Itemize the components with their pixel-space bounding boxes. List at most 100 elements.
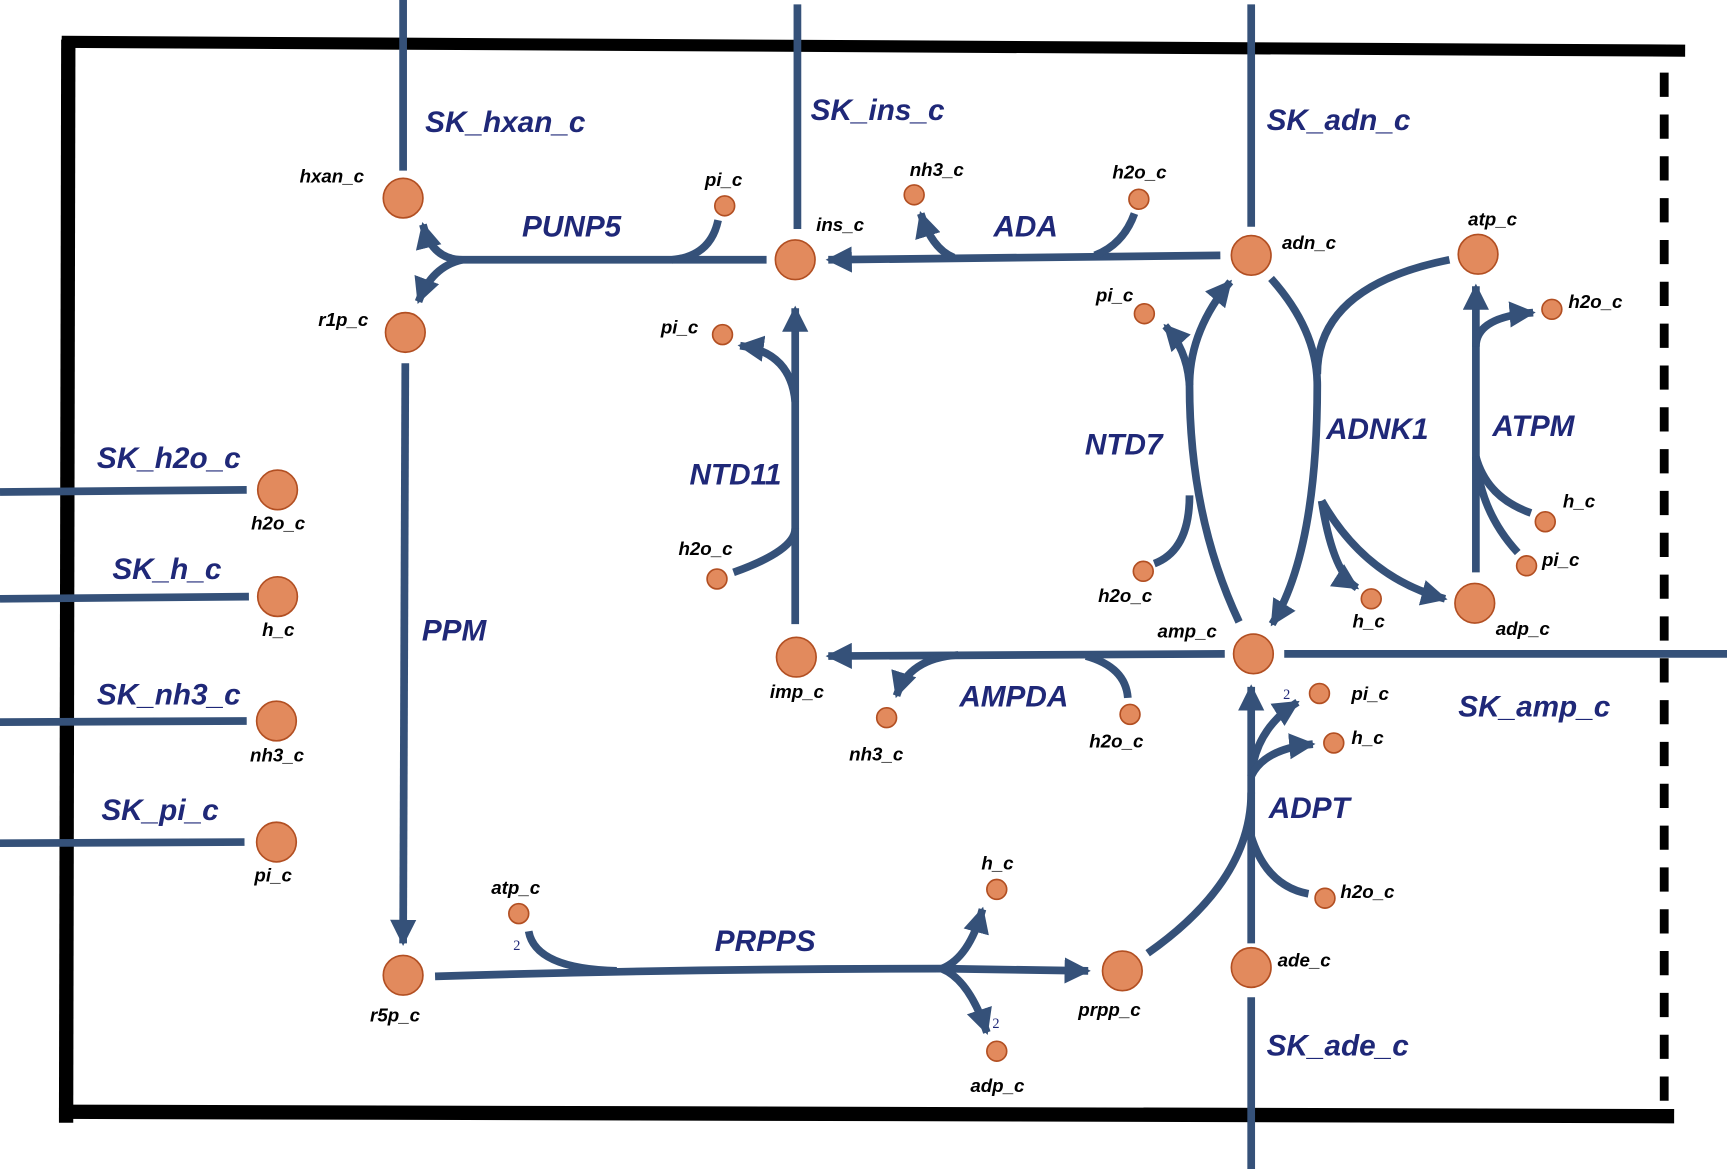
node-h2o-c-ntd7[interactable] <box>1132 560 1154 583</box>
ampda-nh3-edge[interactable] <box>891 651 959 699</box>
label-adpt[interactable]: ADPT <box>1268 792 1353 825</box>
label-h2o-c-ntd7: h2o_c <box>1098 585 1153 606</box>
adpt-prpp-edge[interactable] <box>1145 792 1256 957</box>
node-adp-c-adnk1[interactable] <box>1454 582 1496 624</box>
adpt-h2o-edge[interactable] <box>1247 835 1310 898</box>
label-sk-amp-c[interactable]: SK_amp_c <box>1458 691 1610 724</box>
sk-nh3-edge[interactable] <box>0 717 247 726</box>
node-adp-c-prpps[interactable] <box>986 1040 1008 1062</box>
node-pi-c-atpm[interactable] <box>1515 555 1538 577</box>
label-sk-hxan-c[interactable]: SK_hxan_c <box>425 106 586 139</box>
ppm-edge[interactable] <box>390 363 417 946</box>
label-ampda[interactable]: AMPDA <box>958 681 1068 714</box>
node-hxan-c[interactable] <box>382 177 424 219</box>
node-h2o-c-adpt[interactable] <box>1314 887 1336 909</box>
node-ins-c[interactable] <box>774 239 816 281</box>
node-imp-c[interactable] <box>775 636 817 678</box>
label-atpm[interactable]: ATPM <box>1491 410 1575 443</box>
node-nh3-c-ada[interactable] <box>903 184 925 206</box>
ntd7-pi-edge[interactable] <box>1162 323 1194 386</box>
label-punp5[interactable]: PUNP5 <box>522 211 622 244</box>
node-r1p-c[interactable] <box>384 311 426 354</box>
atpm-pi-edge[interactable] <box>1472 456 1521 556</box>
node-pi-c-adpt[interactable] <box>1308 682 1331 705</box>
label-h-c-adnk1: h_c <box>1353 610 1386 631</box>
node-h2o-c-atpm[interactable] <box>1541 298 1563 321</box>
label-ntd7[interactable]: NTD7 <box>1085 429 1164 462</box>
sk-h2o-edge[interactable] <box>0 485 247 496</box>
node-h-c-prpps[interactable] <box>986 878 1008 901</box>
node-h2o-c-ada[interactable] <box>1128 188 1150 210</box>
adnk1-h-edge[interactable] <box>1317 500 1360 592</box>
atpm-h2o-edge[interactable] <box>1472 301 1536 348</box>
sk-h-edge[interactable] <box>0 592 249 603</box>
label-sk-ins-c[interactable]: SK_ins_c <box>811 94 945 127</box>
label-h2o-c-adpt: h2o_c <box>1340 881 1395 902</box>
compartment-border-bottom <box>59 1104 1675 1124</box>
label-ppm[interactable]: PPM <box>422 615 488 648</box>
prpps-h-edge[interactable] <box>940 906 989 973</box>
label-adnk1[interactable]: ADNK1 <box>1325 413 1428 446</box>
label-r1p-c: r1p_c <box>318 309 369 330</box>
label-sk-nh3-c[interactable]: SK_nh3_c <box>97 678 241 711</box>
node-pi-c-ntd7[interactable] <box>1133 302 1156 325</box>
node-nh3-c-ampda[interactable] <box>875 706 898 729</box>
node-ade-c[interactable] <box>1230 946 1272 989</box>
label-prpps[interactable]: PRPPS <box>715 925 816 958</box>
node-h-c-adpt[interactable] <box>1323 732 1345 754</box>
stoichiometry-labels: 2 2 2 <box>513 687 1290 1032</box>
prpps-adp-edge[interactable] <box>940 965 992 1035</box>
node-h-c-adnk1[interactable] <box>1360 588 1382 610</box>
punp5-pi-edge[interactable] <box>671 219 722 264</box>
adnk1-main-edge[interactable] <box>1268 275 1322 627</box>
label-h2o-c-ampda: h2o_c <box>1089 730 1144 751</box>
node-adn-c[interactable] <box>1230 234 1272 277</box>
node-r5p-c[interactable] <box>382 954 424 996</box>
punp5-to-r1p-edge[interactable] <box>414 256 464 305</box>
label-pi-c-ntd7: pi_c <box>1095 285 1134 306</box>
ntd11-pi-edge[interactable] <box>737 335 800 403</box>
node-atp-c-prpps[interactable] <box>508 902 530 925</box>
adnk1-atp-edge[interactable] <box>1313 256 1451 375</box>
label-sk-h-c[interactable]: SK_h_c <box>112 553 222 586</box>
label-nh3-c-ampda: nh3_c <box>849 744 904 765</box>
node-pi-c-punp5[interactable] <box>713 195 736 217</box>
node-pi-c-ntd11[interactable] <box>711 323 734 346</box>
node-nh3-c[interactable] <box>255 700 298 742</box>
node-prpp-c[interactable] <box>1101 950 1143 992</box>
label-sk-h2o-c[interactable]: SK_h2o_c <box>97 442 241 475</box>
stoich-adp-prpps: 2 <box>992 1016 999 1032</box>
adnk1-adp-edge[interactable] <box>1318 498 1448 606</box>
label-sk-ade-c[interactable]: SK_ade_c <box>1267 1030 1410 1063</box>
label-ada[interactable]: ADA <box>992 211 1057 244</box>
ada-nh3-edge[interactable] <box>915 211 956 262</box>
label-ntd11[interactable]: NTD11 <box>689 458 781 491</box>
node-atp-c-atpm[interactable] <box>1457 233 1499 275</box>
node-h-c[interactable] <box>256 575 299 618</box>
ntd7-main-edge[interactable] <box>1185 279 1243 624</box>
ada-h2o-edge[interactable] <box>1093 212 1139 259</box>
ada-main-edge[interactable] <box>825 246 1221 273</box>
node-h2o-c-ntd11[interactable] <box>706 568 728 590</box>
prpps-main-edge[interactable] <box>434 957 1091 984</box>
ampda-h2o-edge[interactable] <box>1084 652 1132 699</box>
compartment-border-top <box>61 35 1686 57</box>
ntd11-h2o-edge[interactable] <box>732 527 800 577</box>
node-pi-c[interactable] <box>255 821 298 863</box>
label-atp-c-prpps: atp_c <box>491 877 540 898</box>
sk-pi-edge[interactable] <box>0 838 245 848</box>
node-h2o-c-ampda[interactable] <box>1119 703 1141 726</box>
label-sk-pi-c[interactable]: SK_pi_c <box>101 794 219 827</box>
adpt-h-edge[interactable] <box>1247 733 1316 778</box>
node-amp-c[interactable] <box>1232 633 1275 675</box>
label-nh3-c: nh3_c <box>250 745 305 766</box>
label-atp-c-atpm: atp_c <box>1468 209 1517 230</box>
ntd7-h2o-edge[interactable] <box>1152 495 1194 568</box>
node-h-c-atpm[interactable] <box>1534 511 1557 533</box>
prpps-atp-edge[interactable] <box>524 930 617 975</box>
label-sk-adn-c[interactable]: SK_adn_c <box>1267 104 1411 137</box>
label-nh3-c-ada: nh3_c <box>910 159 965 180</box>
node-h2o-c[interactable] <box>256 469 299 511</box>
ampda-main-edge[interactable] <box>825 642 1225 670</box>
